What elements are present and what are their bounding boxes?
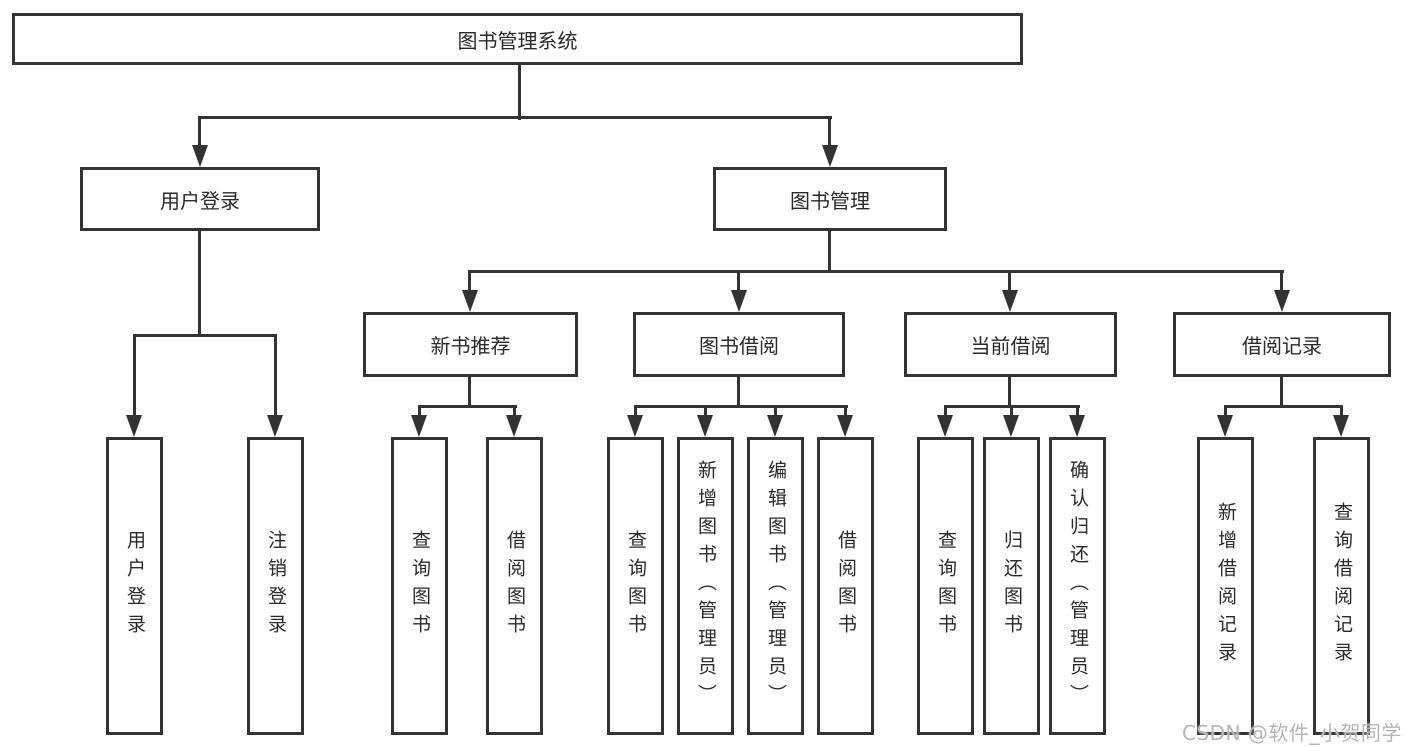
connector-records-hbar (1224, 405, 1343, 408)
leaf-borrow-add-book-label: 新增图书（管理员） (695, 460, 717, 712)
connector-stem-cur-return (1010, 405, 1013, 419)
connector-current-stem (1008, 377, 1011, 408)
arrowhead-rec-borrow (506, 415, 522, 437)
connector-recommend-hbar (418, 405, 517, 408)
leaf-records-query-record-label: 查询借阅记录 (1331, 502, 1353, 670)
node-book-management-label: 图书管理 (790, 188, 870, 213)
connector-stem-user-login (198, 116, 201, 148)
arrowhead-current-borrow (1002, 290, 1018, 312)
leaf-borrow-query-book: 查询图书 (607, 437, 664, 735)
leaf-logout: 注销登录 (247, 437, 304, 735)
connector-records-stem (1280, 377, 1283, 408)
leaf-recommend-borrow-book: 借阅图书 (486, 437, 543, 735)
connector-stem-log-add (1224, 405, 1227, 419)
connector-borrow-stem (737, 377, 740, 408)
leaf-recommend-query-book-label: 查询图书 (409, 530, 431, 642)
node-borrow-records: 借阅记录 (1173, 312, 1391, 377)
connector-stem-log-query (1340, 405, 1343, 419)
node-root: 图书管理系统 (12, 13, 1023, 65)
arrowhead-log-query (1333, 415, 1349, 437)
arrowhead-bor-borrow (837, 415, 853, 437)
leaf-borrow-borrow-book-label: 借阅图书 (835, 530, 857, 642)
leaf-borrow-edit-book-label: 编辑图书（管理员） (765, 460, 787, 712)
arrowhead-book-management (822, 145, 838, 167)
leaf-borrow-add-book: 新增图书（管理员） (677, 437, 734, 735)
connector-borrow-hbar (634, 405, 848, 408)
arrowhead-bor-query (627, 415, 643, 437)
leaf-current-return-book: 归还图书 (983, 437, 1040, 735)
connector-stem-bor-borrow (844, 405, 847, 419)
connector-stem-rec-borrow (513, 405, 516, 419)
node-root-label: 图书管理系统 (457, 28, 578, 53)
connector-recommend-stem (468, 377, 471, 408)
arrowhead-rec-query (411, 415, 427, 437)
leaf-current-confirm-return: 确认归还（管理员） (1049, 437, 1106, 735)
leaf-borrow-edit-book: 编辑图书（管理员） (747, 437, 804, 735)
connector-stem-bor-add (704, 405, 707, 419)
leaf-records-query-record: 查询借阅记录 (1313, 437, 1370, 735)
arrowhead-cur-return (1003, 415, 1019, 437)
connector-book-management-stem (828, 231, 831, 273)
arrowhead-book-borrow (731, 290, 747, 312)
arrowhead-borrow-records (1274, 290, 1290, 312)
connector-level3-hbar (468, 270, 1284, 273)
node-new-book-recommend: 新书推荐 (363, 312, 578, 377)
node-user-login: 用户登录 (80, 167, 320, 231)
arrowhead-new-book-recommend (462, 290, 478, 312)
node-borrow-records-label: 借阅记录 (1242, 334, 1322, 358)
leaf-borrow-borrow-book: 借阅图书 (817, 437, 874, 735)
connector-stem-cur-query (944, 405, 947, 419)
leaf-current-confirm-return-label: 确认归还（管理员） (1067, 460, 1089, 712)
connector-user-login-stem (198, 231, 201, 337)
connector-stem-leaf-logout (274, 334, 277, 417)
arrowhead-leaf-logout (267, 415, 283, 437)
connector-stem-book-management (828, 116, 831, 148)
leaf-logout-label: 注销登录 (265, 530, 287, 642)
watermark: CSDN @软件_小贺同学 (1182, 721, 1402, 745)
node-user-login-label: 用户登录 (160, 188, 240, 213)
connector-user-login-hbar (133, 334, 277, 337)
arrowhead-log-add (1217, 415, 1233, 437)
connector-stem-rec-query (418, 405, 421, 419)
arrowhead-bor-add (697, 415, 713, 437)
node-book-management: 图书管理 (713, 167, 947, 231)
arrowhead-user-login (192, 145, 208, 167)
connector-stem-new-book-recommend (468, 270, 471, 294)
connector-root-stem (518, 64, 521, 120)
leaf-borrow-query-book-label: 查询图书 (625, 530, 647, 642)
leaf-records-add-record-label: 新增借阅记录 (1215, 502, 1237, 670)
leaf-current-query-book: 查询图书 (917, 437, 974, 735)
connector-stem-book-borrow (737, 270, 740, 294)
node-new-book-recommend-label: 新书推荐 (430, 334, 511, 358)
node-current-borrow: 当前借阅 (904, 312, 1117, 377)
arrowhead-cur-confirm (1069, 415, 1085, 437)
leaf-records-add-record: 新增借阅记录 (1197, 437, 1254, 735)
leaf-recommend-query-book: 查询图书 (391, 437, 448, 735)
arrowhead-bor-edit (767, 415, 783, 437)
connector-stem-bor-query (634, 405, 637, 419)
arrowhead-leaf-user-login (126, 415, 142, 437)
arrowhead-cur-query (937, 415, 953, 437)
connector-stem-current-borrow (1008, 270, 1011, 294)
node-book-borrow-label: 图书借阅 (699, 334, 779, 358)
leaf-current-return-book-label: 归还图书 (1001, 530, 1023, 642)
connector-stem-borrow-records (1280, 270, 1283, 294)
connector-stem-leaf-user-login (133, 334, 136, 417)
connector-stem-cur-confirm (1076, 405, 1079, 419)
leaf-recommend-borrow-book-label: 借阅图书 (504, 530, 526, 642)
node-book-borrow: 图书借阅 (633, 312, 845, 377)
node-current-borrow-label: 当前借阅 (970, 334, 1051, 358)
connector-level2-hbar (198, 116, 832, 119)
leaf-current-query-book-label: 查询图书 (935, 530, 957, 642)
leaf-user-login: 用户登录 (106, 437, 163, 735)
connector-stem-bor-edit (774, 405, 777, 419)
leaf-user-login-label: 用户登录 (124, 530, 146, 642)
